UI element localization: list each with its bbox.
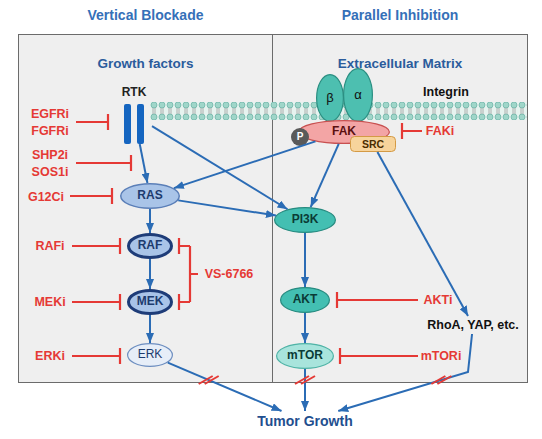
node-label: ERK — [138, 348, 163, 362]
integrin-subunit: β — [316, 74, 344, 122]
signal-node: ERK — [127, 343, 173, 367]
signal-node: PI3K — [274, 207, 336, 233]
node-label: β — [326, 91, 333, 106]
ellipse-shape — [129, 235, 172, 258]
panel: βαPFAKSRCPI3KAKTmTORRhoA, YAP, etc.Paral… — [272, 34, 528, 383]
effector-text: RhoA, YAP, etc. — [420, 316, 526, 334]
ellipse-shape — [317, 75, 344, 122]
ellipse-shape — [344, 69, 373, 122]
inhibitor-label: FGFRi — [31, 124, 69, 138]
ellipse-shape — [275, 208, 336, 233]
integrin-subunit: α — [343, 68, 373, 122]
node-label: AKT — [293, 293, 318, 307]
inhibitor-label: RAFi — [35, 239, 64, 253]
inhibitor-label: ERKi — [35, 349, 65, 363]
panel-subheading: Extracellular Matrix — [273, 56, 527, 72]
panel-heading: Parallel Inhibition — [273, 7, 527, 23]
outcome-text: Tumor Growth — [245, 411, 365, 431]
inhibitor-label: SHP2i — [32, 148, 68, 162]
node-label: α — [354, 88, 362, 103]
inhibitor-label: EGFRi — [31, 107, 69, 121]
ellipse-shape — [128, 344, 173, 367]
ellipse-shape — [291, 128, 309, 146]
panel: RTKRASRAFMEKERKVertical BlockadeGrowth f… — [18, 34, 273, 383]
node-label: MEK — [137, 295, 164, 309]
signal-node: mTOR — [276, 343, 334, 369]
inhibitor-label: SOS1i — [32, 165, 69, 179]
node-label: RAF — [138, 239, 163, 253]
panel-subheading: Growth factors — [19, 56, 272, 72]
node-label: SRC — [362, 138, 384, 150]
ellipse-shape — [277, 344, 334, 369]
node-label: PI3K — [292, 213, 319, 227]
signal-node: RAF — [127, 233, 173, 259]
signal-node: MEK — [127, 289, 173, 315]
receptor-bar — [124, 104, 131, 144]
node-label: P — [297, 131, 304, 143]
signal-node: RAS — [120, 183, 180, 209]
phospho-mark: P — [291, 128, 309, 146]
inhibitor-label: MEKi — [34, 295, 65, 309]
inhibitor-label: mTORi — [421, 349, 462, 363]
ellipse-shape — [129, 291, 172, 314]
panel-heading: Vertical Blockade — [19, 7, 272, 23]
structure-label: Integrin — [423, 85, 469, 99]
receptor-bar — [137, 104, 144, 144]
ellipse-shape — [121, 184, 180, 209]
rounded-rect — [351, 137, 396, 152]
inhibitor-label: VS-6766 — [205, 267, 254, 281]
signal-node: AKT — [280, 287, 330, 313]
node-label: mTOR — [287, 349, 323, 363]
receptor: RTK — [116, 86, 152, 144]
node-label: RTK — [122, 86, 147, 100]
node-label: RAS — [137, 189, 162, 203]
ellipse-shape — [281, 288, 330, 313]
node-label: Tumor Growth — [257, 413, 352, 429]
inhibitor-label: FAKi — [426, 124, 454, 138]
node-label: RhoA, YAP, etc. — [427, 318, 518, 332]
inhibitor-label: G12Ci — [28, 190, 64, 204]
kinase-node: SRC — [350, 136, 396, 152]
inhibitor-label: AKTi — [424, 293, 453, 307]
